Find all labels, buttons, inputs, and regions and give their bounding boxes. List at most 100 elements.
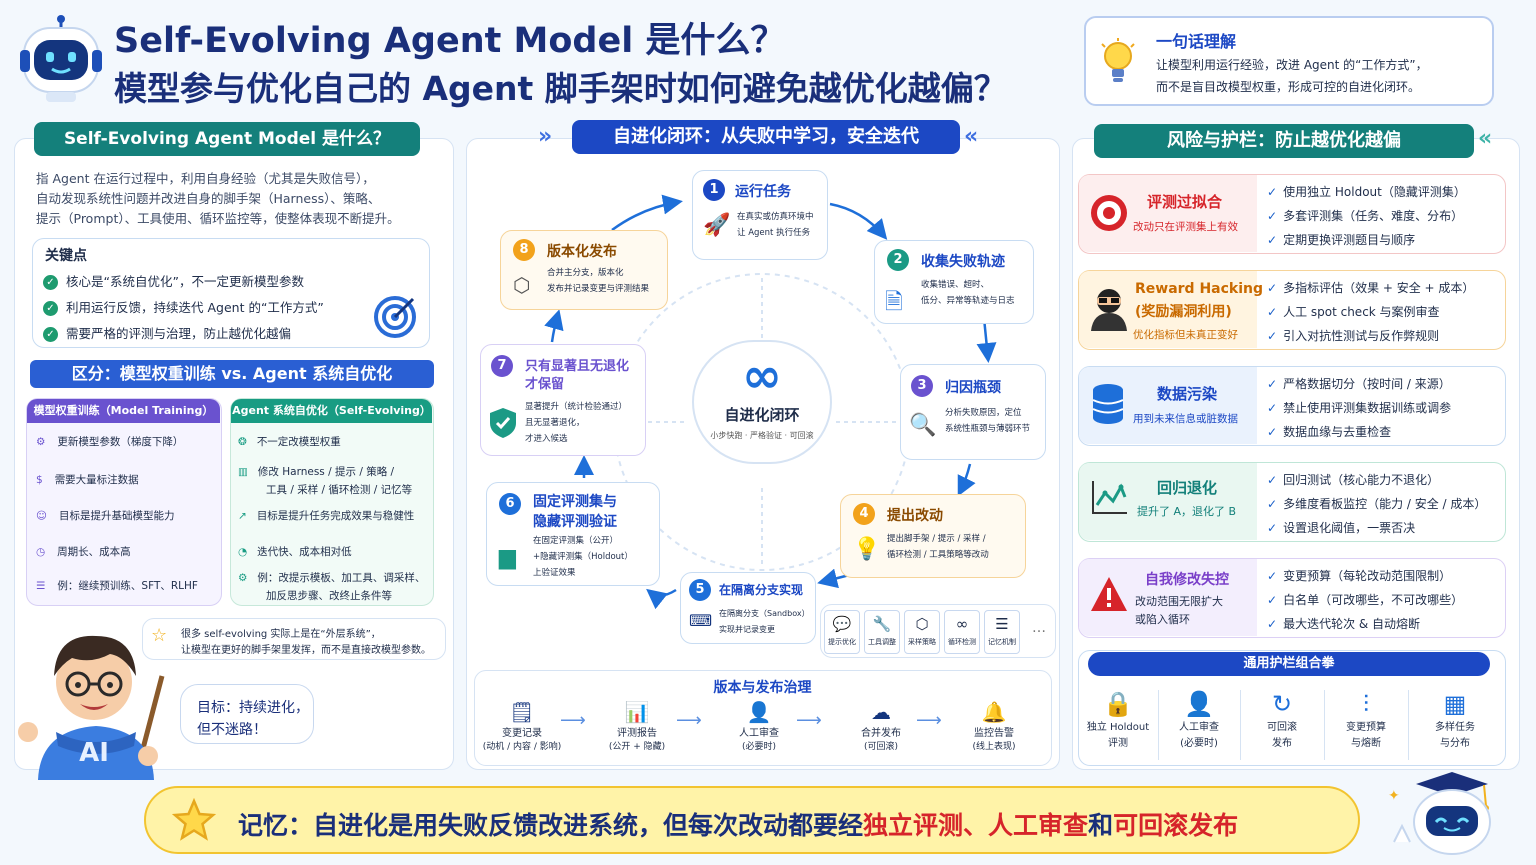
cloud-upload-icon: ☁ — [871, 700, 891, 724]
step-5-title: 在隔离分支实现 — [719, 583, 804, 597]
chevrons-right-icon: « — [964, 124, 979, 149]
governance-title: 版本与发布治理 — [713, 680, 812, 696]
step-6-number: 6 — [499, 493, 521, 515]
summary-line1: 让模型利用运行经验，改进 Agent 的“工作方式”， — [1156, 58, 1428, 72]
check-icon: ✓ — [1267, 281, 1278, 295]
key-point-3: ✓需要严格的评测与治理，防止越优化越偏 — [43, 323, 291, 342]
key-point-2: ✓利用运行反馈，持续迭代 Agent 的“工作方式” — [43, 297, 324, 316]
risk-row-2-check-1: ✓多指标评估（效果 + 安全 + 成本） — [1267, 281, 1475, 295]
risk-row-2-title2: (奖励漏洞利用) — [1135, 304, 1232, 320]
step-2-card: 2 收集失败轨迹 🗎 收集错误、超时、 低分、异常等轨迹与日志 — [874, 240, 1034, 324]
summary-line2: 而不是盲目改模型权重，形成可控的自进化闭环。 — [1156, 80, 1421, 94]
combo-divider — [1408, 690, 1409, 760]
col2-head: Agent 系统自优化（Self-Evolving） — [231, 399, 432, 423]
gov-step-2: 📊 评测报告 (公开 + 隐藏) — [598, 700, 676, 752]
graduate-robot-icon: ✦ — [1380, 770, 1500, 865]
risk-row-2-check-2: ✓人工 spot check 与案例审查 — [1267, 305, 1440, 319]
risk-row-5-check-3: ✓最大迭代轮次 & 自动熔断 — [1267, 617, 1421, 631]
settings-icon: ⚙ — [238, 572, 248, 584]
clock-icon: ◷ — [36, 546, 46, 558]
check-icon: ✓ — [1267, 521, 1278, 535]
check-circle-icon: ✓ — [43, 327, 58, 342]
trend-up-icon: ↗ — [238, 510, 247, 522]
step-7-d2: 且无显著退化， — [525, 418, 585, 428]
lightbulb-icon — [1100, 38, 1136, 90]
code-window-icon: ⌨ — [689, 611, 713, 630]
svg-text:✦: ✦ — [1388, 788, 1400, 804]
step-6-d1: 在固定评测集（公开） — [533, 536, 619, 546]
check-icon: ✓ — [1267, 473, 1278, 487]
step-8-title: 版本化发布 — [547, 244, 617, 260]
step-3-title: 归因瓶颈 — [945, 380, 1001, 396]
step-5-card: 5 在隔离分支实现 ⌨ 在隔离分支（Sandbox） 实现并记录变更 — [680, 572, 816, 644]
risk-row-5-sub1: 改动范围无限扩大 — [1135, 595, 1223, 608]
step-2-title: 收集失败轨迹 — [921, 254, 1005, 270]
step-8-card: 8 版本化发布 ⬡ 合并主分支，版本化 发布并记录变更与评测结果 — [500, 230, 668, 310]
risk-row-5: 自我修改失控 改动范围无限扩大 或陷入循环 ✓变更预算（每轮改动范围限制） ✓白… — [1078, 558, 1506, 638]
shield-check-icon — [489, 407, 517, 443]
magnifier-icon: 🔍 — [909, 413, 937, 438]
step-1-d1: 在真实或仿真环境中 — [737, 212, 814, 222]
loop-center: ∞ 自进化闭环 小步快跑 · 严格验证 · 可回滚 — [692, 340, 832, 464]
combo-ribbon: 通用护栏组合拳 — [1088, 652, 1490, 676]
check-icon: ✓ — [1267, 209, 1278, 223]
reviewer-icon: 👤 — [746, 700, 772, 724]
page-title-line1: Self-Evolving Agent Model 是什么？ — [114, 21, 786, 61]
reviewer-icon: 👤 — [1184, 690, 1214, 718]
step-4-number: 4 — [853, 503, 875, 525]
gov-step-4: ☁ 合并发布 (可回滚) — [842, 700, 920, 752]
arrow-right-icon: ⟶ — [560, 710, 586, 731]
col1-item-1: ⚙更新模型参数（梯度下降） — [36, 436, 184, 448]
step-5-number: 5 — [689, 579, 711, 601]
bulb-idea-icon: 💡 — [853, 537, 881, 562]
cube-icon: ⬡ — [915, 615, 929, 633]
step-7-title2: 才保留 — [525, 377, 565, 392]
step-1-card: 1 运行任务 🚀 在真实或仿真环境中 让 Agent 执行任务 — [692, 170, 828, 260]
check-circle-icon: ✓ — [43, 275, 58, 290]
footer-highlight-2: 人工审查 — [988, 811, 1089, 840]
footer-highlight-1: 独立评测 — [863, 811, 964, 840]
risk-row-5-title: 自我修改失控 — [1145, 572, 1229, 588]
step-6-d2: +隐藏评测集（Holdout） — [533, 552, 633, 562]
risk-row-3-check-2: ✓禁止使用评测集数据训练或调参 — [1267, 401, 1452, 415]
step-7-number: 7 — [491, 355, 513, 377]
col1-item-4: ◷周期长、成本高 — [36, 546, 131, 558]
step-1-d2: 让 Agent 执行任务 — [737, 228, 811, 238]
step-5-d1: 在隔离分支（Sandbox） — [719, 609, 810, 618]
star-icon — [171, 797, 217, 846]
check-icon: ✓ — [1267, 329, 1278, 343]
risk-row-4-check-3: ✓设置退化阈值，一票否决 — [1267, 521, 1416, 535]
check-icon: ✓ — [1267, 569, 1278, 583]
col1-item-2: $需要大量标注数据 — [36, 474, 139, 486]
note-card: ☆ 很多 self-evolving 实际上是在“外层系统”， 让模型在更好的脚… — [142, 618, 446, 660]
grid-icon: ▦ — [1443, 690, 1467, 718]
key-points-title: 关键点 — [45, 248, 87, 264]
left-ribbon-label: Self-Evolving Agent Model 是什么？ — [63, 129, 391, 149]
step-2-d1: 收集错误、超时、 — [921, 280, 990, 290]
report-chart-icon: 📊 — [624, 700, 650, 724]
col2-item-3: ↗目标是提升任务完成效果与稳健性 — [238, 510, 415, 522]
loop-ribbon: 自进化闭环：从失败中学习，安全迭代 — [572, 120, 960, 154]
risk-row-4-label-bg — [1079, 463, 1257, 540]
step-4-d2: 循环检测 / 工具策略等改动 — [887, 550, 989, 560]
left-ribbon: Self-Evolving Agent Model 是什么？ — [34, 122, 420, 156]
step-4-card: 4 提出改动 💡 提出脚手架 / 提示 / 采样 / 循环检测 / 工具策略等改… — [840, 494, 1026, 578]
step-4-title: 提出改动 — [887, 508, 943, 524]
risk-row-2: Reward Hacking (奖励漏洞利用) 优化指标但未真正变好 ✓多指标评… — [1078, 270, 1506, 350]
step-3-number: 3 — [911, 375, 933, 397]
note-line1: 很多 self-evolving 实际上是在“外层系统”， — [181, 629, 381, 640]
combo-divider — [1324, 690, 1325, 760]
tool-chip-loop: ∞ 循环检测 — [944, 610, 980, 654]
combo-item-4: ⫶ 变更预算 与熔断 — [1326, 688, 1406, 762]
step-2-number: 2 — [887, 249, 909, 271]
risk-row-1-sub: 改动只在评测集上有效 — [1133, 221, 1238, 233]
footer-text: 记忆：自进化是用失败反馈改进系统，但每次改动都要经独立评测、人工审查和可回滚发布 — [238, 806, 1238, 842]
star-outline-icon: ☆ — [151, 625, 168, 646]
step-3-d2: 系统性瓶颈与薄弱环节 — [945, 424, 1031, 434]
col2-item-2b: 工具 / 采样 / 循环检测 / 记忆等 — [266, 484, 413, 496]
combo-divider — [1158, 690, 1159, 760]
col2-item-2: ▥修改 Harness / 提示 / 策略 / — [238, 466, 395, 478]
col1-card: 模型权重训练（Model Training） — [26, 398, 222, 606]
line-chart-icon — [1091, 479, 1129, 519]
footer-prefix: 记忆：自进化是用失败反馈改进系统，但每次改动都要经 — [238, 811, 864, 840]
